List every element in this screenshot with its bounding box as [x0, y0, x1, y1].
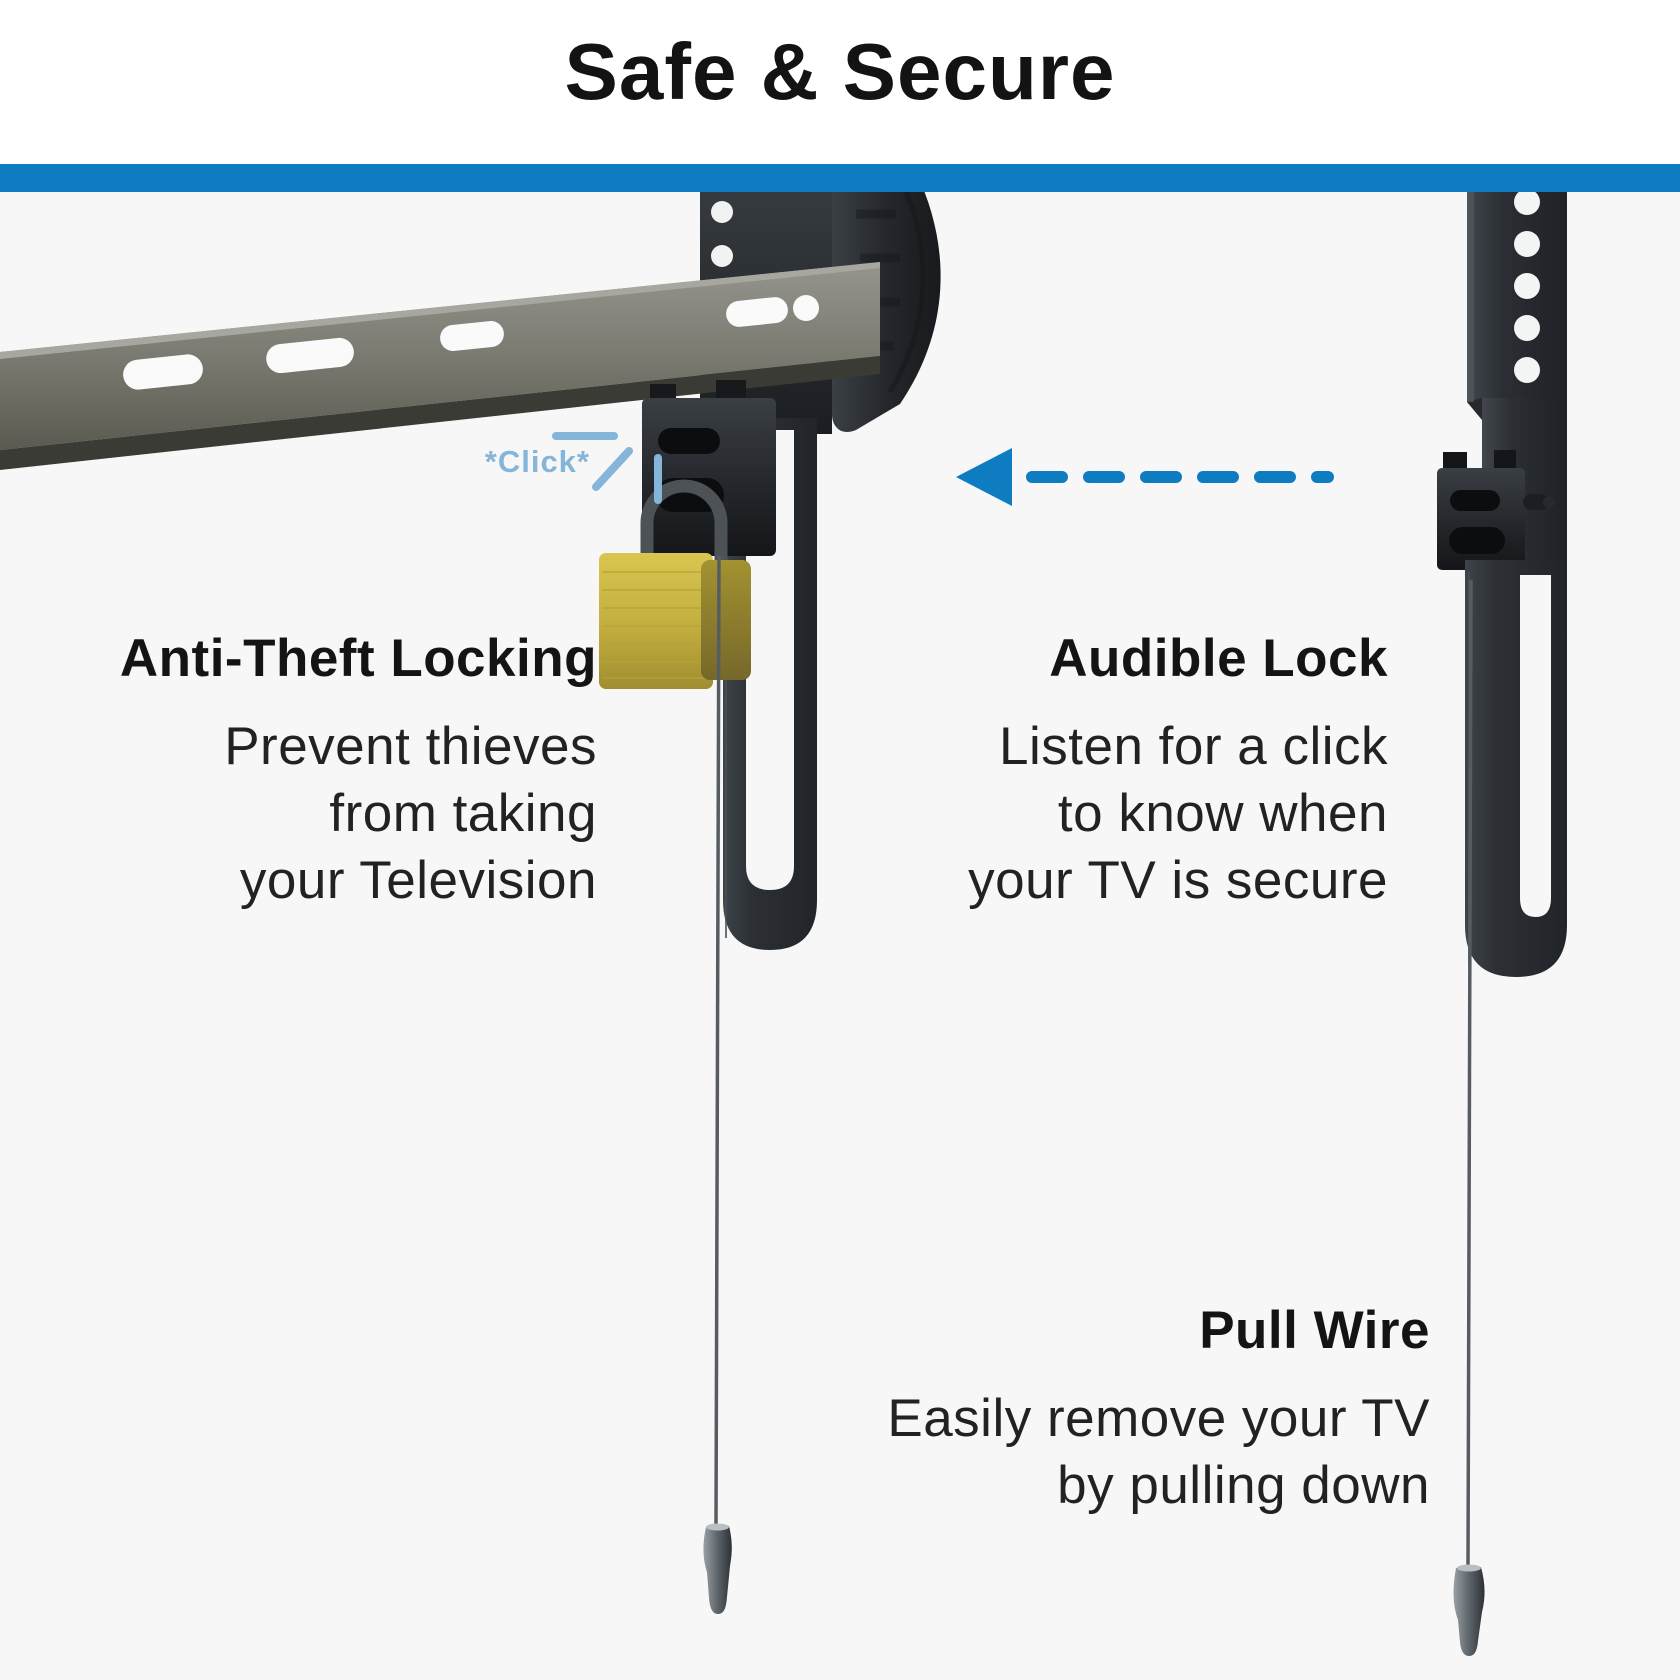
feature-pull-wire: Pull Wire Easily remove your TV by pulli… — [887, 1300, 1430, 1519]
wall-plate-rail — [0, 262, 880, 450]
click-annotation: *Click* — [485, 432, 662, 504]
wire-tip-cap — [706, 1523, 729, 1531]
padlock-brushed-texture — [602, 571, 710, 679]
feature-description: Listen for a click to know when your TV … — [968, 713, 1388, 914]
feature-description: Easily remove your TV by pulling down — [887, 1385, 1430, 1519]
anti-theft-arm-right — [1465, 560, 1567, 977]
wire-tip-cap — [1457, 1564, 1481, 1572]
rail-hole — [1514, 231, 1540, 257]
arm-slot-right — [1520, 575, 1551, 917]
feature-audible-lock: Audible Lock Listen for a click to know … — [968, 628, 1388, 914]
feature-heading: Anti-Theft Locking — [119, 629, 597, 688]
mounting-slot — [123, 354, 203, 390]
feature-anti-theft: Anti-Theft Locking Prevent thieves from … — [120, 628, 597, 914]
corner-ribs — [856, 209, 900, 351]
feature-line: from taking — [329, 784, 597, 843]
bracket-hole — [711, 245, 733, 267]
padlock-body — [599, 553, 713, 689]
mounting-hole — [793, 295, 819, 321]
rail-hole — [1514, 315, 1540, 341]
latch-pin — [1523, 494, 1549, 510]
bracket-hole — [711, 201, 733, 223]
feature-line: your TV is secure — [968, 851, 1388, 910]
feature-heading: Pull Wire — [1199, 1301, 1430, 1360]
right-mount-assembly — [1437, 172, 1567, 1656]
latch-slot — [1449, 527, 1505, 554]
click-sound-mark — [592, 447, 633, 491]
page-title: Safe & Secure — [564, 27, 1116, 116]
mounting-slot — [266, 337, 354, 374]
arrow-head-icon — [956, 448, 1012, 506]
pull-wire-tip-left — [703, 1526, 732, 1614]
feature-heading: Audible Lock — [1049, 629, 1388, 688]
pull-wire-left — [714, 555, 721, 1525]
rail-edge-highlight — [1467, 172, 1474, 402]
padlock-shackle — [640, 479, 728, 560]
padlock-clasp — [701, 560, 751, 680]
insert-direction-arrow — [956, 448, 1334, 506]
latch-pin-cap — [1543, 496, 1555, 508]
mounting-slot — [440, 321, 504, 351]
rail-hole — [1514, 273, 1540, 299]
mounting-slot — [726, 297, 788, 327]
latch-block — [642, 398, 776, 556]
rail-step-bevel — [1467, 398, 1482, 420]
latch-slot — [1450, 490, 1500, 511]
feature-line: Prevent thieves — [224, 717, 597, 776]
rail-hole — [1514, 357, 1540, 383]
rail-top-highlight — [0, 262, 880, 359]
feature-line: Listen for a click — [999, 717, 1388, 776]
feature-line: your Television — [239, 851, 597, 910]
corner-edge-line — [887, 185, 926, 394]
pull-wire-right — [1466, 579, 1473, 1566]
latch-block-right — [1437, 468, 1525, 570]
rail-hole — [1514, 189, 1540, 215]
feature-line: to know when — [1057, 784, 1388, 843]
pull-wire-tip-right — [1453, 1567, 1485, 1656]
left-mount-assembly — [0, 172, 941, 1614]
feature-line: by pulling down — [1057, 1456, 1430, 1515]
latch-slot — [658, 428, 720, 454]
header-band — [0, 0, 1680, 164]
feature-line: Easily remove your TV — [887, 1389, 1430, 1448]
click-label: *Click* — [485, 444, 590, 479]
accent-divider-bar — [0, 164, 1680, 192]
padlock-icon — [599, 479, 751, 689]
feature-description: Prevent thieves from taking your Televis… — [120, 713, 597, 914]
